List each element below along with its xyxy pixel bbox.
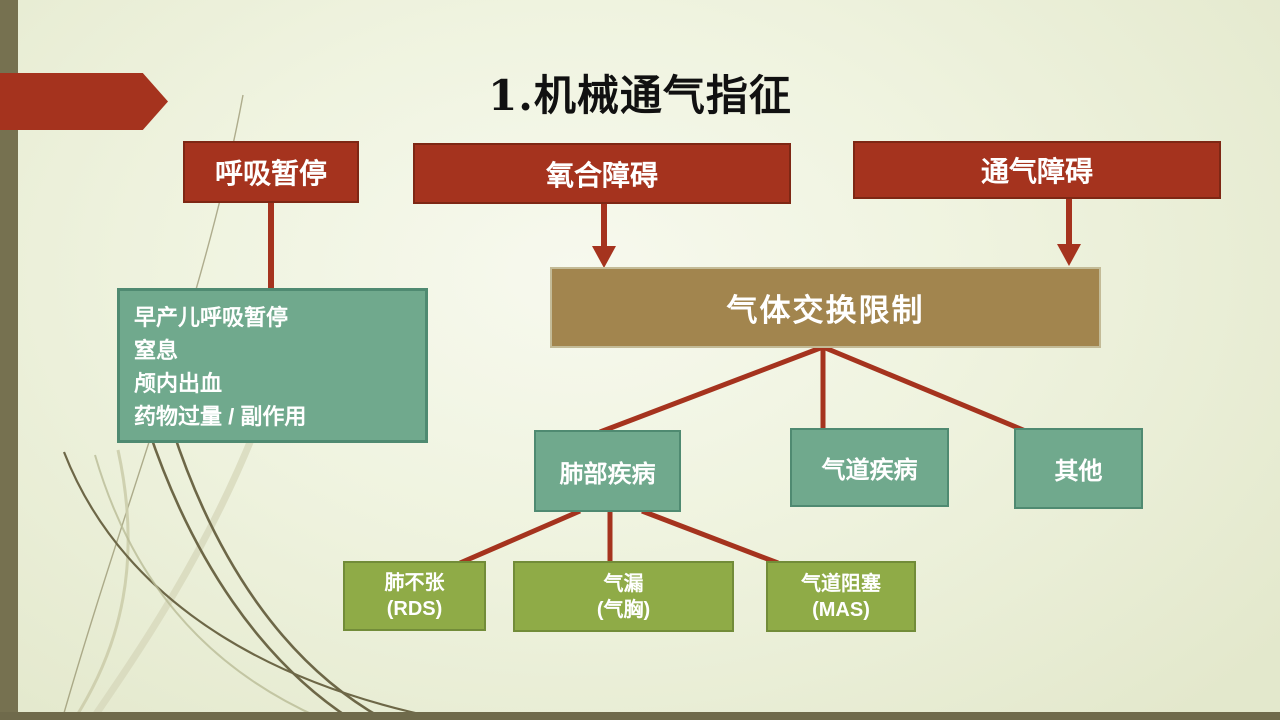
slide-title: 1.机械通气指征	[488, 71, 792, 120]
node-airway-obstruction-line2: (MAS)	[812, 598, 870, 621]
arrowhead-oxygenation	[592, 246, 616, 268]
connector-lung-to-obstruction	[641, 508, 779, 566]
connector-gas-to-other	[822, 344, 1029, 435]
node-other-label: 其他	[1054, 458, 1103, 485]
corner-arrow-shape	[0, 73, 168, 130]
node-airway-obstruction: 气道阻塞 (MAS)	[766, 561, 916, 632]
node-atelectasis-line1: 肺不张	[384, 572, 445, 594]
node-air-leak-line1: 气漏	[603, 572, 644, 595]
node-airway-obstruction-line1: 气道阻塞	[801, 572, 881, 595]
node-air-leak: 气漏 (气胸)	[513, 561, 734, 632]
node-atelectasis-line2: (RDS)	[386, 598, 443, 620]
node-airway-disease-label: 气道疾病	[821, 457, 918, 484]
node-gas-exchange-label: 气体交换限制	[726, 293, 925, 328]
bottom-edge-bar	[0, 712, 1280, 720]
connector-lung-to-atelectasis	[459, 508, 581, 566]
node-gas-exchange: 气体交换限制	[550, 267, 1101, 348]
arrowhead-ventilation	[1057, 244, 1081, 266]
node-ventilation-label: 通气障碍	[980, 156, 1093, 187]
node-other: 其他	[1014, 428, 1143, 509]
node-lung-disease: 肺部疾病	[534, 430, 681, 512]
node-air-leak-label: 气漏 (气胸)	[597, 571, 650, 623]
node-lung-disease-label: 肺部疾病	[559, 460, 656, 488]
node-apnea-label: 呼吸暂停	[214, 158, 327, 189]
node-airway-obstruction-label: 气道阻塞 (MAS)	[801, 571, 881, 623]
apnea-cause-line: 药物过量 / 副作用	[134, 404, 307, 429]
apnea-cause-line: 颅内出血	[134, 371, 223, 396]
node-apnea: 呼吸暂停	[183, 141, 359, 203]
left-edge-bar	[0, 0, 18, 720]
node-airway-disease: 气道疾病	[790, 428, 949, 507]
node-ventilation: 通气障碍	[853, 141, 1221, 199]
node-atelectasis: 肺不张 (RDS)	[343, 561, 486, 631]
node-atelectasis-label: 肺不张 (RDS)	[385, 570, 445, 622]
apnea-cause-line: 窒息	[134, 338, 179, 363]
apnea-cause-line: 早产儿呼吸暂停	[134, 305, 289, 330]
connector-gas-to-lung	[599, 344, 824, 435]
node-oxygenation: 氧合障碍	[413, 143, 791, 204]
node-air-leak-line2: (气胸)	[596, 598, 651, 621]
node-oxygenation-label: 氧合障碍	[545, 159, 658, 191]
node-apnea-causes: 早产儿呼吸暂停 窒息 颅内出血 药物过量 / 副作用	[117, 288, 428, 443]
